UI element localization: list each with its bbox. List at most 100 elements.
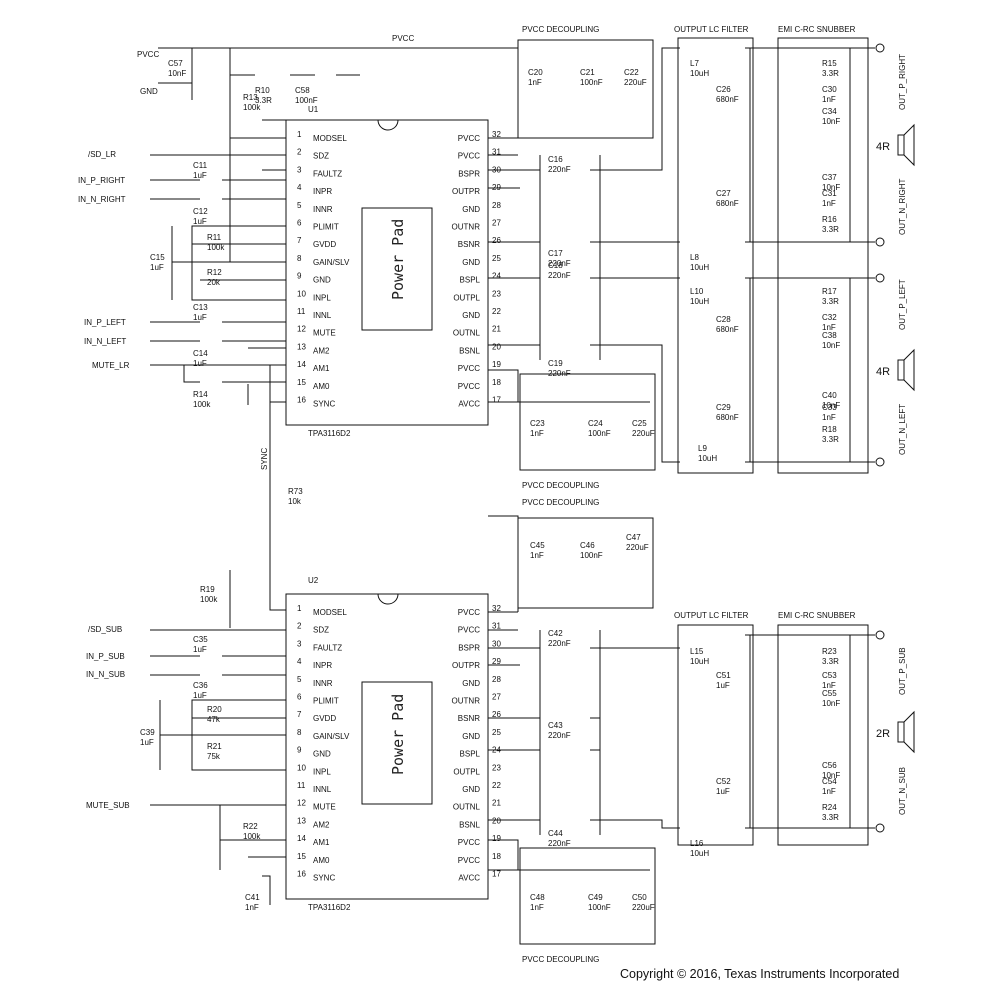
u1-pin-left-11: MUTE xyxy=(313,329,336,338)
output-top-2: OUT_P_LEFT xyxy=(898,279,907,330)
lc-filter-title-1: OUTPUT LC FILTER xyxy=(674,25,749,34)
u1-pinnum-left-5: 6 xyxy=(297,219,302,228)
part-c50-val: 220uF xyxy=(632,903,655,912)
decoupling-title-4: PVCC DECOUPLING xyxy=(522,955,599,964)
part-c33-val: 1nF xyxy=(822,413,836,422)
u2-pinnum-right-7: 25 xyxy=(492,728,501,737)
net-bottom-2: IN_N_SUB xyxy=(86,670,125,679)
pvcc-rail-label: PVCC xyxy=(392,34,414,43)
net-bottom-1: IN_P_SUB xyxy=(86,652,125,661)
net-top-1: GND xyxy=(140,87,158,96)
u1-pin-right-0: PVCC xyxy=(458,134,480,143)
part-r14-val: 100k xyxy=(193,400,211,409)
part-c34-ref: C34 xyxy=(822,107,837,116)
part-c56-val: 10nF xyxy=(822,771,840,780)
u2-pinnum-left-12: 13 xyxy=(297,816,306,825)
part-c44-ref: C44 xyxy=(548,829,563,838)
u2-pin-left-7: GAIN/SLV xyxy=(313,732,350,741)
u1-pin-left-8: GND xyxy=(313,276,331,285)
u1-pin-right-5: OUTNR xyxy=(452,223,481,232)
net-bottom-0: /SD_SUB xyxy=(88,625,122,634)
part-c21-val: 100nF xyxy=(580,78,603,87)
part-r73-val: 10k xyxy=(288,497,302,506)
sync-net-label: SYNC xyxy=(260,448,269,470)
u1-pin-right-12: BSNL xyxy=(459,346,480,355)
part-c24-ref: C24 xyxy=(588,419,603,428)
u2-pinnum-right-11: 21 xyxy=(492,799,501,808)
u2-ref: U2 xyxy=(308,576,319,585)
u1-pin-left-5: PLIMIT xyxy=(313,223,339,232)
part-r19-val: 100k xyxy=(200,595,218,604)
u2-pin-right-13: PVCC xyxy=(458,838,480,847)
part-c54-ref: C54 xyxy=(822,777,837,786)
u1-pinnum-left-11: 12 xyxy=(297,325,306,334)
part-r15-val: 3.3R xyxy=(822,69,839,78)
u2-pinnum-left-10: 11 xyxy=(297,781,306,790)
u1-pinnum-right-10: 22 xyxy=(492,307,501,316)
part-c51-val: 1uF xyxy=(716,681,730,690)
u2-pinnum-left-2: 3 xyxy=(297,639,302,648)
u1-pinnum-left-13: 14 xyxy=(297,360,306,369)
part-r23-val: 3.3R xyxy=(822,657,839,666)
u1-pinnum-right-7: 25 xyxy=(492,254,501,263)
u2-pinnum-left-8: 9 xyxy=(297,746,302,755)
u1-pinnum-left-12: 13 xyxy=(297,342,306,351)
u2-pin-left-9: INPL xyxy=(313,767,331,776)
net-top-0: PVCC xyxy=(137,50,159,59)
u1-pinnum-right-0: 32 xyxy=(492,130,501,139)
u1-pinnum-left-3: 4 xyxy=(297,183,302,192)
part-c16-val: 220nF xyxy=(548,165,571,174)
u1-pinnum-left-6: 7 xyxy=(297,236,302,245)
u1-pin-right-13: PVCC xyxy=(458,364,480,373)
u2-pinnum-right-13: 19 xyxy=(492,834,501,843)
part-c25-ref: C25 xyxy=(632,419,647,428)
u2-pin-right-9: OUTPL xyxy=(453,767,480,776)
u2-part: TPA3116D2 xyxy=(308,903,351,912)
part-c28-ref: C28 xyxy=(716,315,731,324)
part-c56-ref: C56 xyxy=(822,761,837,770)
part-c28-val: 680nF xyxy=(716,325,739,334)
part-c25-val: 220uF xyxy=(632,429,655,438)
part-c13-val: 1uF xyxy=(193,313,207,322)
part-r22-ref: R22 xyxy=(243,822,258,831)
u2-pin-right-2: BSPR xyxy=(458,643,480,652)
u1-pin-left-0: MODSEL xyxy=(313,134,347,143)
u1-pin-right-3: OUTPR xyxy=(452,187,480,196)
u1-pinnum-right-6: 26 xyxy=(492,236,501,245)
u2-pin-left-14: AM0 xyxy=(313,856,330,865)
part-r17-ref: R17 xyxy=(822,287,837,296)
u1-pinnum-right-9: 23 xyxy=(492,289,501,298)
part-c18-val: 220nF xyxy=(548,271,571,280)
u1-pin-right-11: OUTNL xyxy=(453,329,481,338)
part-c45-val: 1nF xyxy=(530,551,544,560)
u2-pin-right-3: OUTPR xyxy=(452,661,480,670)
u2-pinnum-right-4: 28 xyxy=(492,675,501,684)
part-l9-val: 10uH xyxy=(698,454,717,463)
u2-pad: Power Pad xyxy=(389,694,407,775)
part-c48-ref: C48 xyxy=(530,893,545,902)
part-c34-val: 10nF xyxy=(822,117,840,126)
part-c36-val: 1uF xyxy=(193,691,207,700)
part-c16-ref: C16 xyxy=(548,155,563,164)
snubber-title-1: EMI C-RC SNUBBER xyxy=(778,25,856,34)
u1-pinnum-left-9: 10 xyxy=(297,289,306,298)
u2-pin-left-13: AM1 xyxy=(313,838,330,847)
part-c41-ref: C41 xyxy=(245,893,260,902)
u2-pinnum-right-5: 27 xyxy=(492,693,501,702)
part-r20-ref: R20 xyxy=(207,705,222,714)
part-c52-val: 1uF xyxy=(716,787,730,796)
part-c33-ref: C33 xyxy=(822,403,837,412)
part-c49-ref: C49 xyxy=(588,893,603,902)
part-r14-ref: R14 xyxy=(193,390,208,399)
u1-pinnum-right-12: 20 xyxy=(492,342,501,351)
u2-pin-right-11: OUTNL xyxy=(453,803,481,812)
u1-pinnum-right-2: 30 xyxy=(492,165,501,174)
part-l7-ref: L7 xyxy=(690,59,699,68)
part-l15-ref: L15 xyxy=(690,647,704,656)
net-top-4: IN_N_RIGHT xyxy=(78,195,126,204)
ic-u2 xyxy=(285,593,489,900)
u1-pinnum-right-11: 21 xyxy=(492,325,501,334)
part-c23-ref: C23 xyxy=(530,419,545,428)
u1-pin-left-10: INNL xyxy=(313,311,332,320)
